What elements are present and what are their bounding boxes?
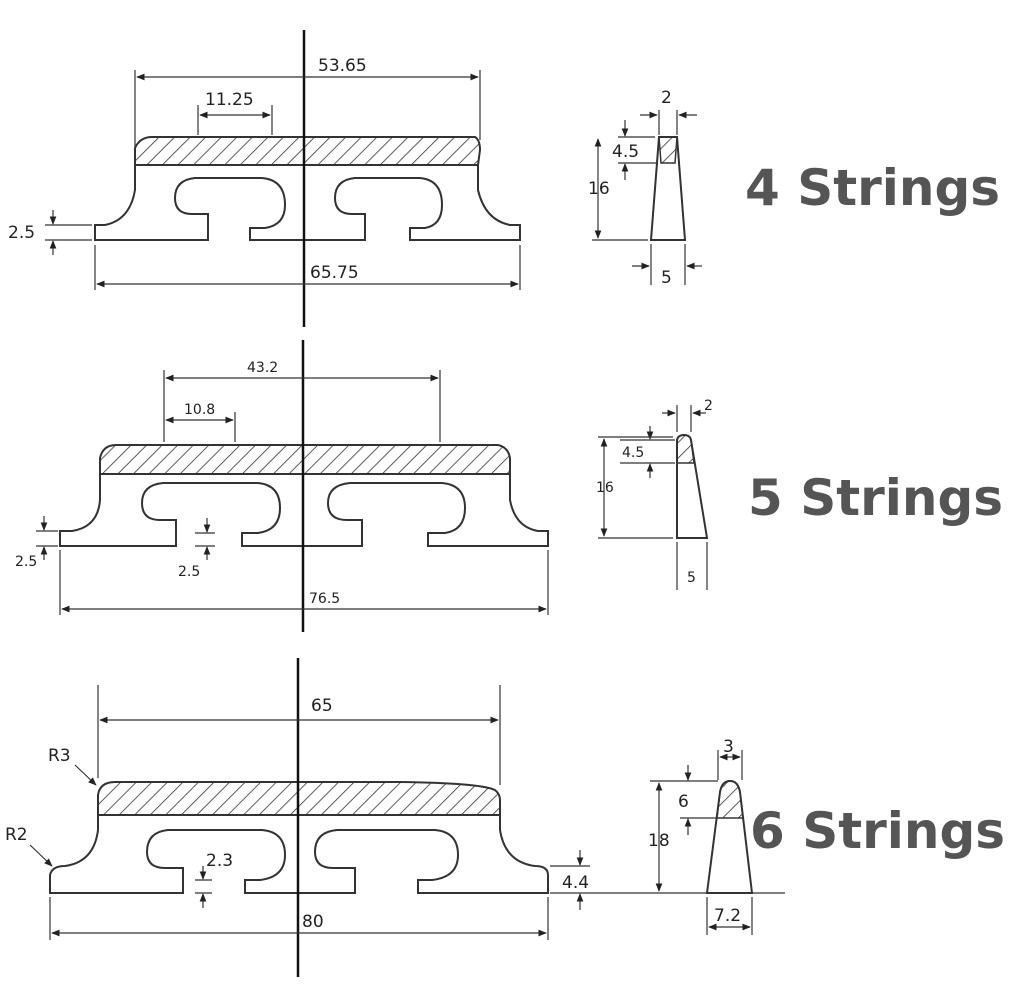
bridge-top-5 — [99, 444, 511, 475]
dim-radius-top-6: R3 — [48, 746, 71, 766]
section-4-strings: 53.65 11.25 2.5 65.75 2 4.5 16 — [8, 30, 1000, 327]
dim-profile-top-5: 2 — [704, 398, 713, 414]
bridge-top-4 — [134, 136, 482, 166]
section-5-strings: 43.2 10.8 2.5 2.5 76.5 2 — [15, 340, 1003, 632]
dim-profile-height-4: 16 — [588, 179, 610, 199]
dim-profile-height-5: 16 — [596, 480, 614, 496]
dim-profile-top-6: 3 — [723, 737, 734, 757]
title-6-strings: 6 Strings — [750, 802, 1005, 860]
dim-profile-base-4: 5 — [661, 268, 672, 288]
dim-profile-base-6: 7.2 — [714, 906, 741, 926]
dim-profile-height-6: 18 — [648, 831, 670, 851]
dim-profile-crown-4: 4.5 — [612, 142, 639, 162]
profile-5: 2 4.5 16 5 — [596, 398, 713, 590]
dim-slot-spacing-4: 11.25 — [205, 90, 254, 110]
dim-profile-top-4: 2 — [661, 88, 672, 108]
dim-slot-height-5: 2.5 — [178, 564, 200, 580]
dim-overall-length-6: 80 — [302, 912, 324, 932]
dim-top-span-5: 43.2 — [247, 360, 278, 376]
dim-top-span-6: 65 — [311, 696, 333, 716]
dim-overall-length-4: 65.75 — [310, 263, 359, 283]
dim-slot-spacing-5: 10.8 — [184, 402, 215, 418]
dim-foot-height-6: 4.4 — [562, 873, 589, 893]
title-5-strings: 5 Strings — [748, 469, 1003, 527]
dim-foot-height-5: 2.5 — [15, 554, 37, 570]
dim-radius-bottom-6: R2 — [5, 825, 28, 845]
dim-slot-height-6: 2.3 — [206, 851, 233, 871]
dim-overall-length-5: 76.5 — [309, 591, 340, 607]
bridge-body-4 — [94, 164, 521, 241]
dim-profile-crown-5: 4.5 — [622, 445, 644, 461]
profile-6: 3 6 18 7.2 — [648, 737, 754, 935]
dim-foot-height-4: 2.5 — [8, 223, 35, 243]
profile-4: 2 4.5 16 5 — [588, 88, 702, 288]
dim-top-span-4: 53.65 — [318, 56, 367, 76]
dim-profile-base-5: 5 — [687, 570, 696, 586]
title-4-strings: 4 Strings — [745, 159, 1000, 217]
dim-profile-crown-6: 6 — [678, 792, 689, 812]
section-6-strings: 65 R3 R2 2.3 4.4 80 3 — [5, 658, 1005, 977]
